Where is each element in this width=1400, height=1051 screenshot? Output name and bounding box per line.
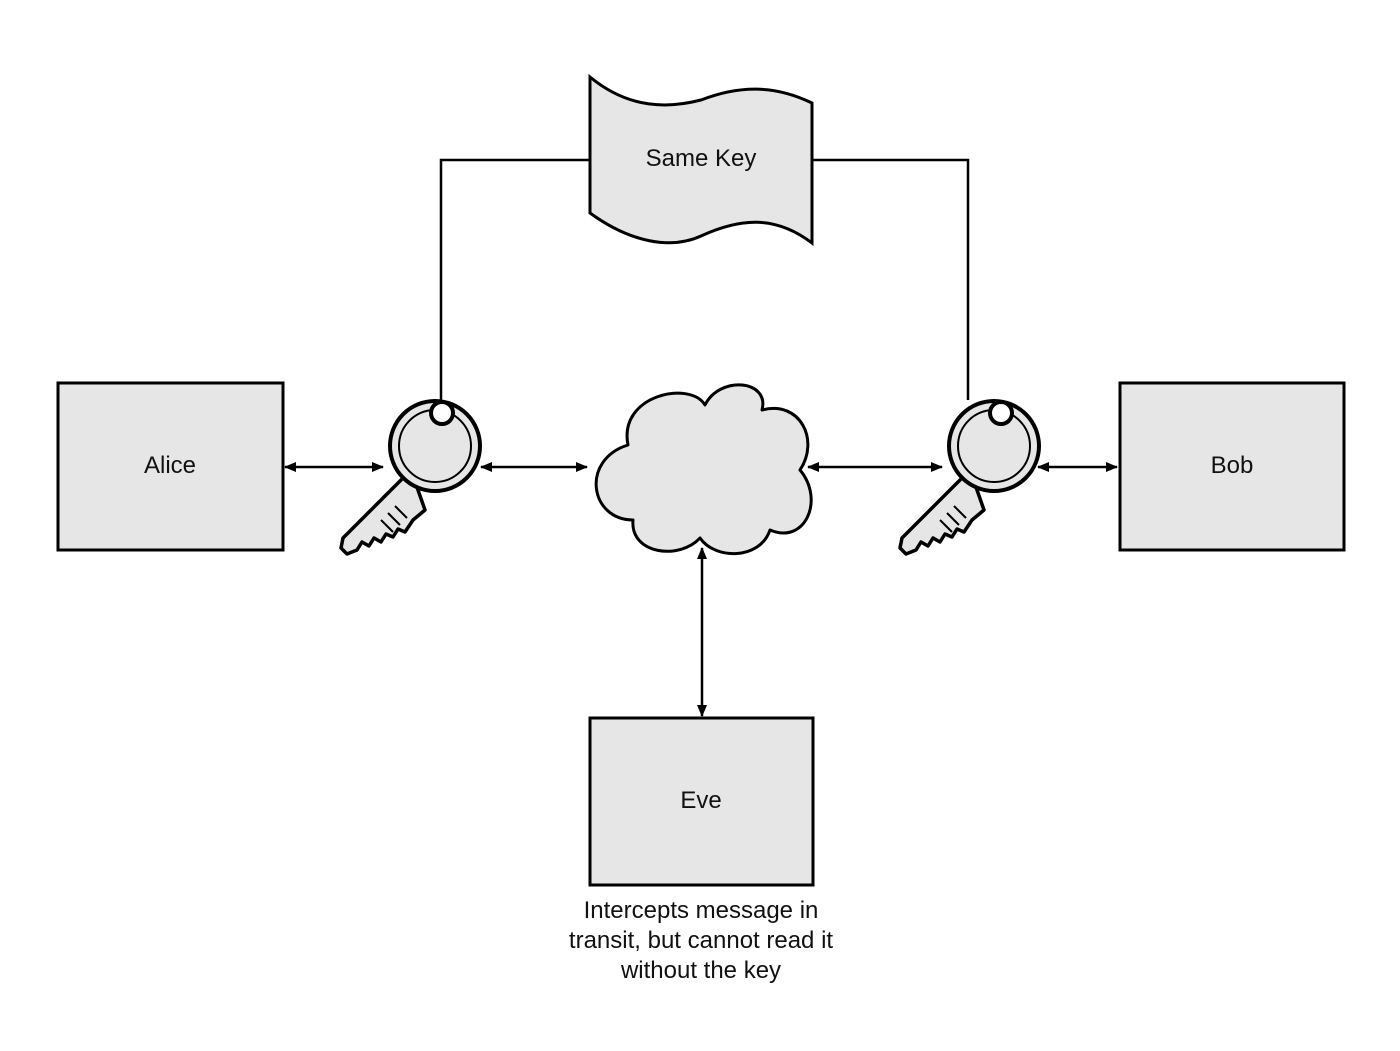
eve-caption: Intercepts message in transit, but canno…: [569, 897, 833, 984]
alice-node: Alice: [56, 381, 285, 552]
eve-caption-line: transit, but cannot read it: [569, 927, 833, 954]
shared-key-node: Same Key: [588, 73, 814, 247]
eve-caption-line: Intercepts message in: [584, 897, 819, 924]
shared-key-shape: [588, 73, 814, 247]
eve-label: Eve: [680, 787, 721, 814]
connector-to-left-key: [439, 158, 590, 400]
arrows: [284, 462, 1118, 717]
alice-box: [56, 381, 285, 552]
cloud-icon: [594, 383, 813, 556]
network-cloud-shape: [594, 383, 813, 556]
bob-label: Bob: [1211, 452, 1254, 479]
shared-key-connectors: [439, 158, 970, 400]
bob-box: [1118, 381, 1346, 552]
connector-to-right-key: [812, 158, 970, 400]
eve-node: Eve: [588, 716, 815, 887]
left-key-icon: [339, 399, 482, 556]
right-key-icon: [898, 399, 1041, 556]
shared-key-label: Same Key: [646, 145, 757, 172]
eve-box: [588, 716, 815, 887]
bob-node: Bob: [1118, 381, 1346, 552]
alice-label: Alice: [144, 452, 196, 479]
eve-caption-line: without the key: [620, 957, 781, 984]
